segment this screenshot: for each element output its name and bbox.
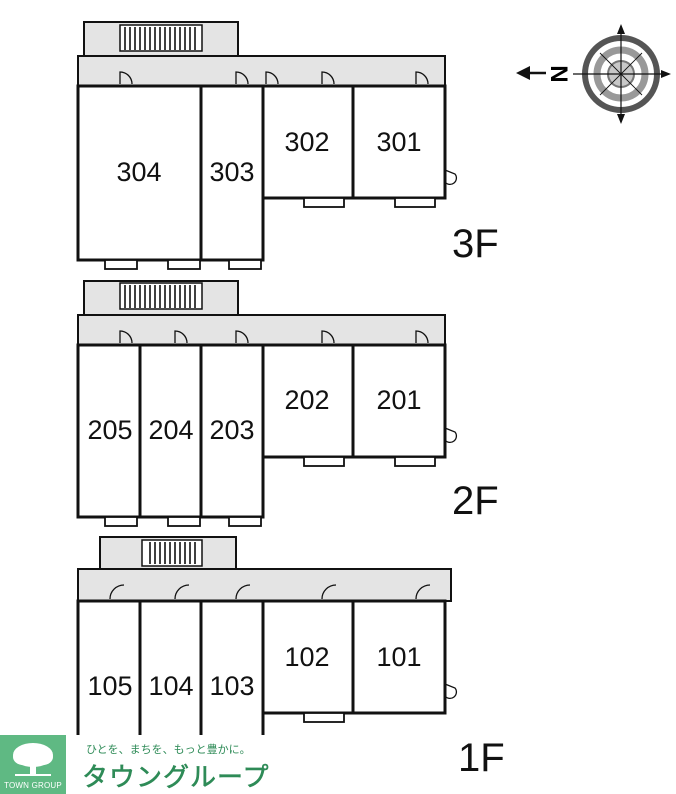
window-sills	[104, 197, 436, 270]
door-swing-icons	[119, 330, 458, 444]
logo-mark-text: TOWN GROUP	[4, 781, 62, 790]
staircase	[124, 27, 196, 50]
floor-plan-diagram: 304 303 302 301 205 204 203 202 201 105 …	[76, 21, 671, 735]
door-swing-icons	[109, 584, 458, 700]
floor-label-3f: 3F	[452, 222, 499, 266]
unit-304-label: 304	[116, 157, 161, 187]
unit-201-room	[351, 343, 447, 459]
logo-slogan: ひとを、まちを、もっと豊かに。	[86, 743, 251, 756]
floor-2f	[76, 280, 458, 527]
unit-202-room	[261, 343, 355, 459]
stair-hatch	[119, 282, 203, 310]
floor-label-2f: 2F	[452, 479, 499, 523]
stair-hatch	[141, 539, 203, 567]
tree-icon	[13, 743, 53, 776]
corridor	[77, 314, 446, 346]
unit-101-room	[351, 599, 447, 715]
unit-202-label: 202	[284, 385, 329, 415]
floor-1f	[76, 536, 458, 735]
staircase	[124, 285, 196, 308]
north-label: N	[547, 65, 574, 82]
unit-205-label: 205	[87, 415, 132, 445]
unit-103-room	[199, 599, 265, 735]
unit-201-label: 201	[376, 385, 421, 415]
corridor	[77, 568, 452, 602]
window-sills	[104, 456, 436, 527]
compass-rose-icon	[573, 24, 671, 124]
corridor	[77, 55, 446, 87]
unit-103-label: 103	[209, 671, 254, 701]
unit-102-label: 102	[284, 642, 329, 672]
brand-logo: TOWN GROUP ひとを、まちを、もっと豊かに。 タウングループ	[0, 735, 270, 794]
unit-105-label: 105	[87, 671, 132, 701]
unit-304-room	[76, 84, 203, 262]
unit-204-label: 204	[148, 415, 193, 445]
unit-203-label: 203	[209, 415, 254, 445]
unit-303-label: 303	[209, 157, 254, 187]
logo-mark: TOWN GROUP	[0, 735, 66, 794]
floor-3f	[76, 21, 458, 270]
unit-105-room	[76, 599, 142, 735]
unit-302-label: 302	[284, 127, 329, 157]
unit-104-room	[138, 599, 203, 735]
unit-301-label: 301	[376, 127, 421, 157]
door-swing-icons	[119, 71, 458, 186]
unit-101-label: 101	[376, 642, 421, 672]
unit-104-label: 104	[148, 671, 193, 701]
logo-name: タウングループ	[82, 763, 270, 794]
stair-hatch	[119, 24, 203, 52]
window-sills	[303, 712, 345, 723]
north-arrow-icon: N	[516, 65, 574, 83]
unit-labels: 304 303 302 301 205 204 203 202 201 105 …	[87, 127, 421, 701]
staircase	[149, 542, 196, 564]
floor-label-1f: 1F	[458, 736, 505, 780]
